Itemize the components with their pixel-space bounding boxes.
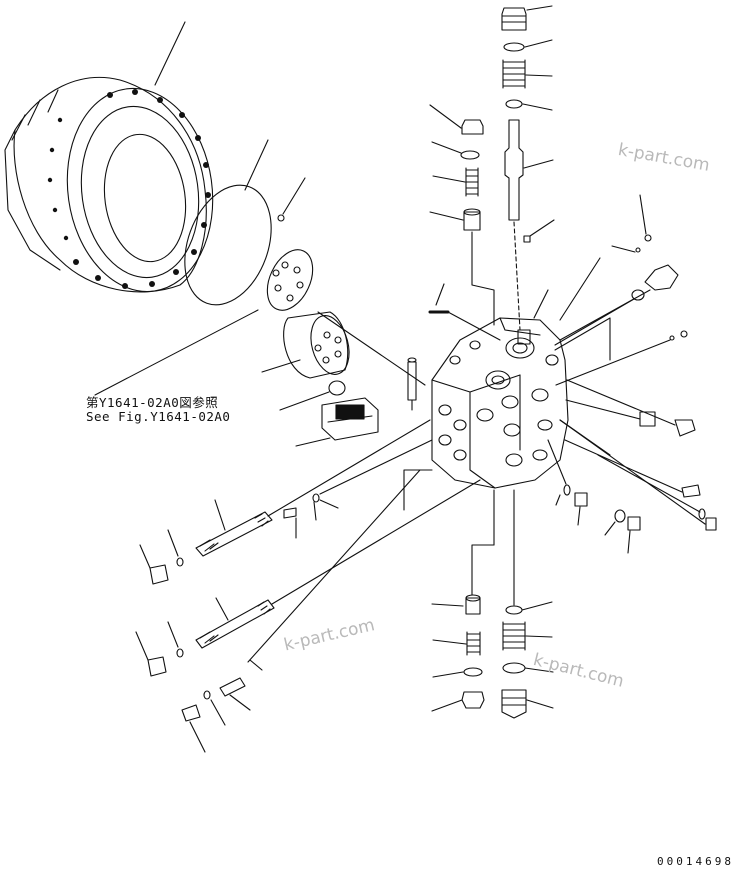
right-fittings bbox=[554, 194, 717, 531]
final-drive-housing bbox=[4, 21, 214, 293]
small-pin bbox=[277, 177, 306, 222]
travel-motor-valve-body bbox=[431, 317, 569, 489]
left-upper-stack bbox=[429, 104, 495, 326]
left-small-bolt bbox=[181, 469, 421, 753]
figure-reference-en: See Fig.Y1641-02A0 bbox=[86, 409, 231, 424]
left-spool-upper bbox=[195, 419, 431, 557]
cylinder-block bbox=[261, 311, 426, 386]
valve-plate bbox=[94, 249, 314, 396]
swash-plate bbox=[295, 397, 379, 447]
drawing-number: 00014698 bbox=[657, 855, 734, 868]
left-plug-lower bbox=[135, 621, 184, 677]
routing-lines bbox=[403, 257, 611, 511]
bushing bbox=[279, 380, 346, 411]
shaft-bolt bbox=[407, 357, 417, 411]
guide-pin bbox=[428, 283, 501, 341]
left-spool-lower bbox=[195, 479, 481, 649]
lower-right-stack bbox=[501, 489, 554, 719]
lower-right-plugs bbox=[547, 439, 641, 554]
small-bolt-mid bbox=[283, 439, 433, 539]
upper-spool-stack bbox=[501, 5, 555, 331]
left-plug-upper bbox=[139, 529, 184, 585]
figure-reference-jp: 第Y1641-02A0図参照 bbox=[86, 395, 219, 410]
lower-left-stack bbox=[431, 489, 495, 712]
large-o-ring bbox=[184, 139, 272, 306]
